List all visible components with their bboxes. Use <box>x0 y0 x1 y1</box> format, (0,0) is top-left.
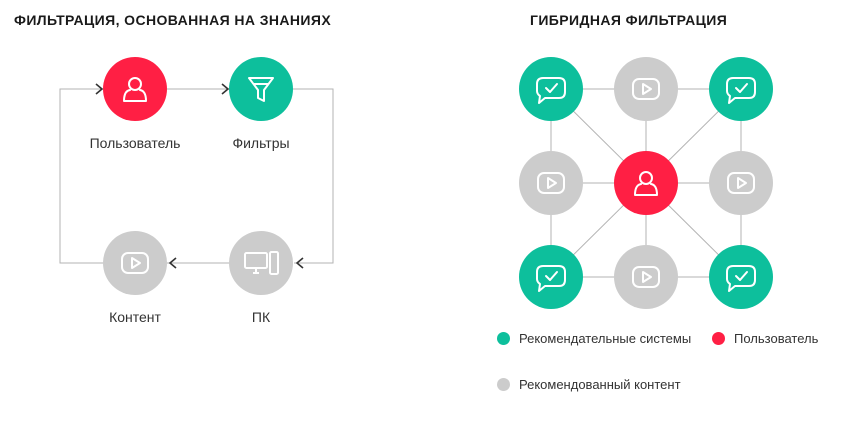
grid-nodes <box>519 57 773 309</box>
node-label-content: Контент <box>109 309 161 325</box>
node-filters <box>229 57 293 121</box>
legend-text-user: Пользователь <box>734 331 819 346</box>
legend-dot-recommender <box>497 332 510 345</box>
arrow-head-to-pc <box>295 257 304 269</box>
legend-item-recommender: Рекомендательные системы <box>497 331 709 347</box>
grid-node-recommender <box>709 245 773 309</box>
legend-dot-user <box>712 332 725 345</box>
grid-node-recommender <box>709 57 773 121</box>
arrow-head-to-content <box>168 257 177 269</box>
hybrid-grid <box>519 57 773 309</box>
left-diagram-title: ФИЛЬТРАЦИЯ, ОСНОВАННАЯ НА ЗНАНИЯХ <box>14 12 332 28</box>
grid-node-content <box>614 57 678 121</box>
legend-dot-content <box>497 378 510 391</box>
node-label-user: Пользователь <box>89 135 181 151</box>
grid-node-recommender <box>519 245 583 309</box>
legend-item-content: Рекомендованный контент <box>497 377 704 393</box>
node-content <box>103 231 167 295</box>
arrow-head-to-user <box>95 83 104 95</box>
arrow-head-to-filters <box>221 83 230 95</box>
right-diagram-title: ГИБРИДНАЯ ФИЛЬТРАЦИЯ <box>530 12 728 28</box>
node-label-filters: Фильтры <box>232 135 290 151</box>
node-user <box>103 57 167 121</box>
legend-text-content: Рекомендованный контент <box>519 377 681 392</box>
legend-text-recommender: Рекомендательные системы <box>519 331 692 346</box>
grid-node-content <box>519 151 583 215</box>
node-label-pc: ПК <box>251 309 271 325</box>
grid-node-recommender <box>519 57 583 121</box>
grid-node-content <box>709 151 773 215</box>
knowledge-cycle <box>59 57 334 295</box>
legend-item-user: Пользователь <box>712 331 845 347</box>
grid-node-user <box>614 151 678 215</box>
node-pc <box>229 231 293 295</box>
connector-filters-to-pc <box>292 88 334 264</box>
connector-content-to-user <box>59 88 104 264</box>
grid-node-content <box>614 245 678 309</box>
